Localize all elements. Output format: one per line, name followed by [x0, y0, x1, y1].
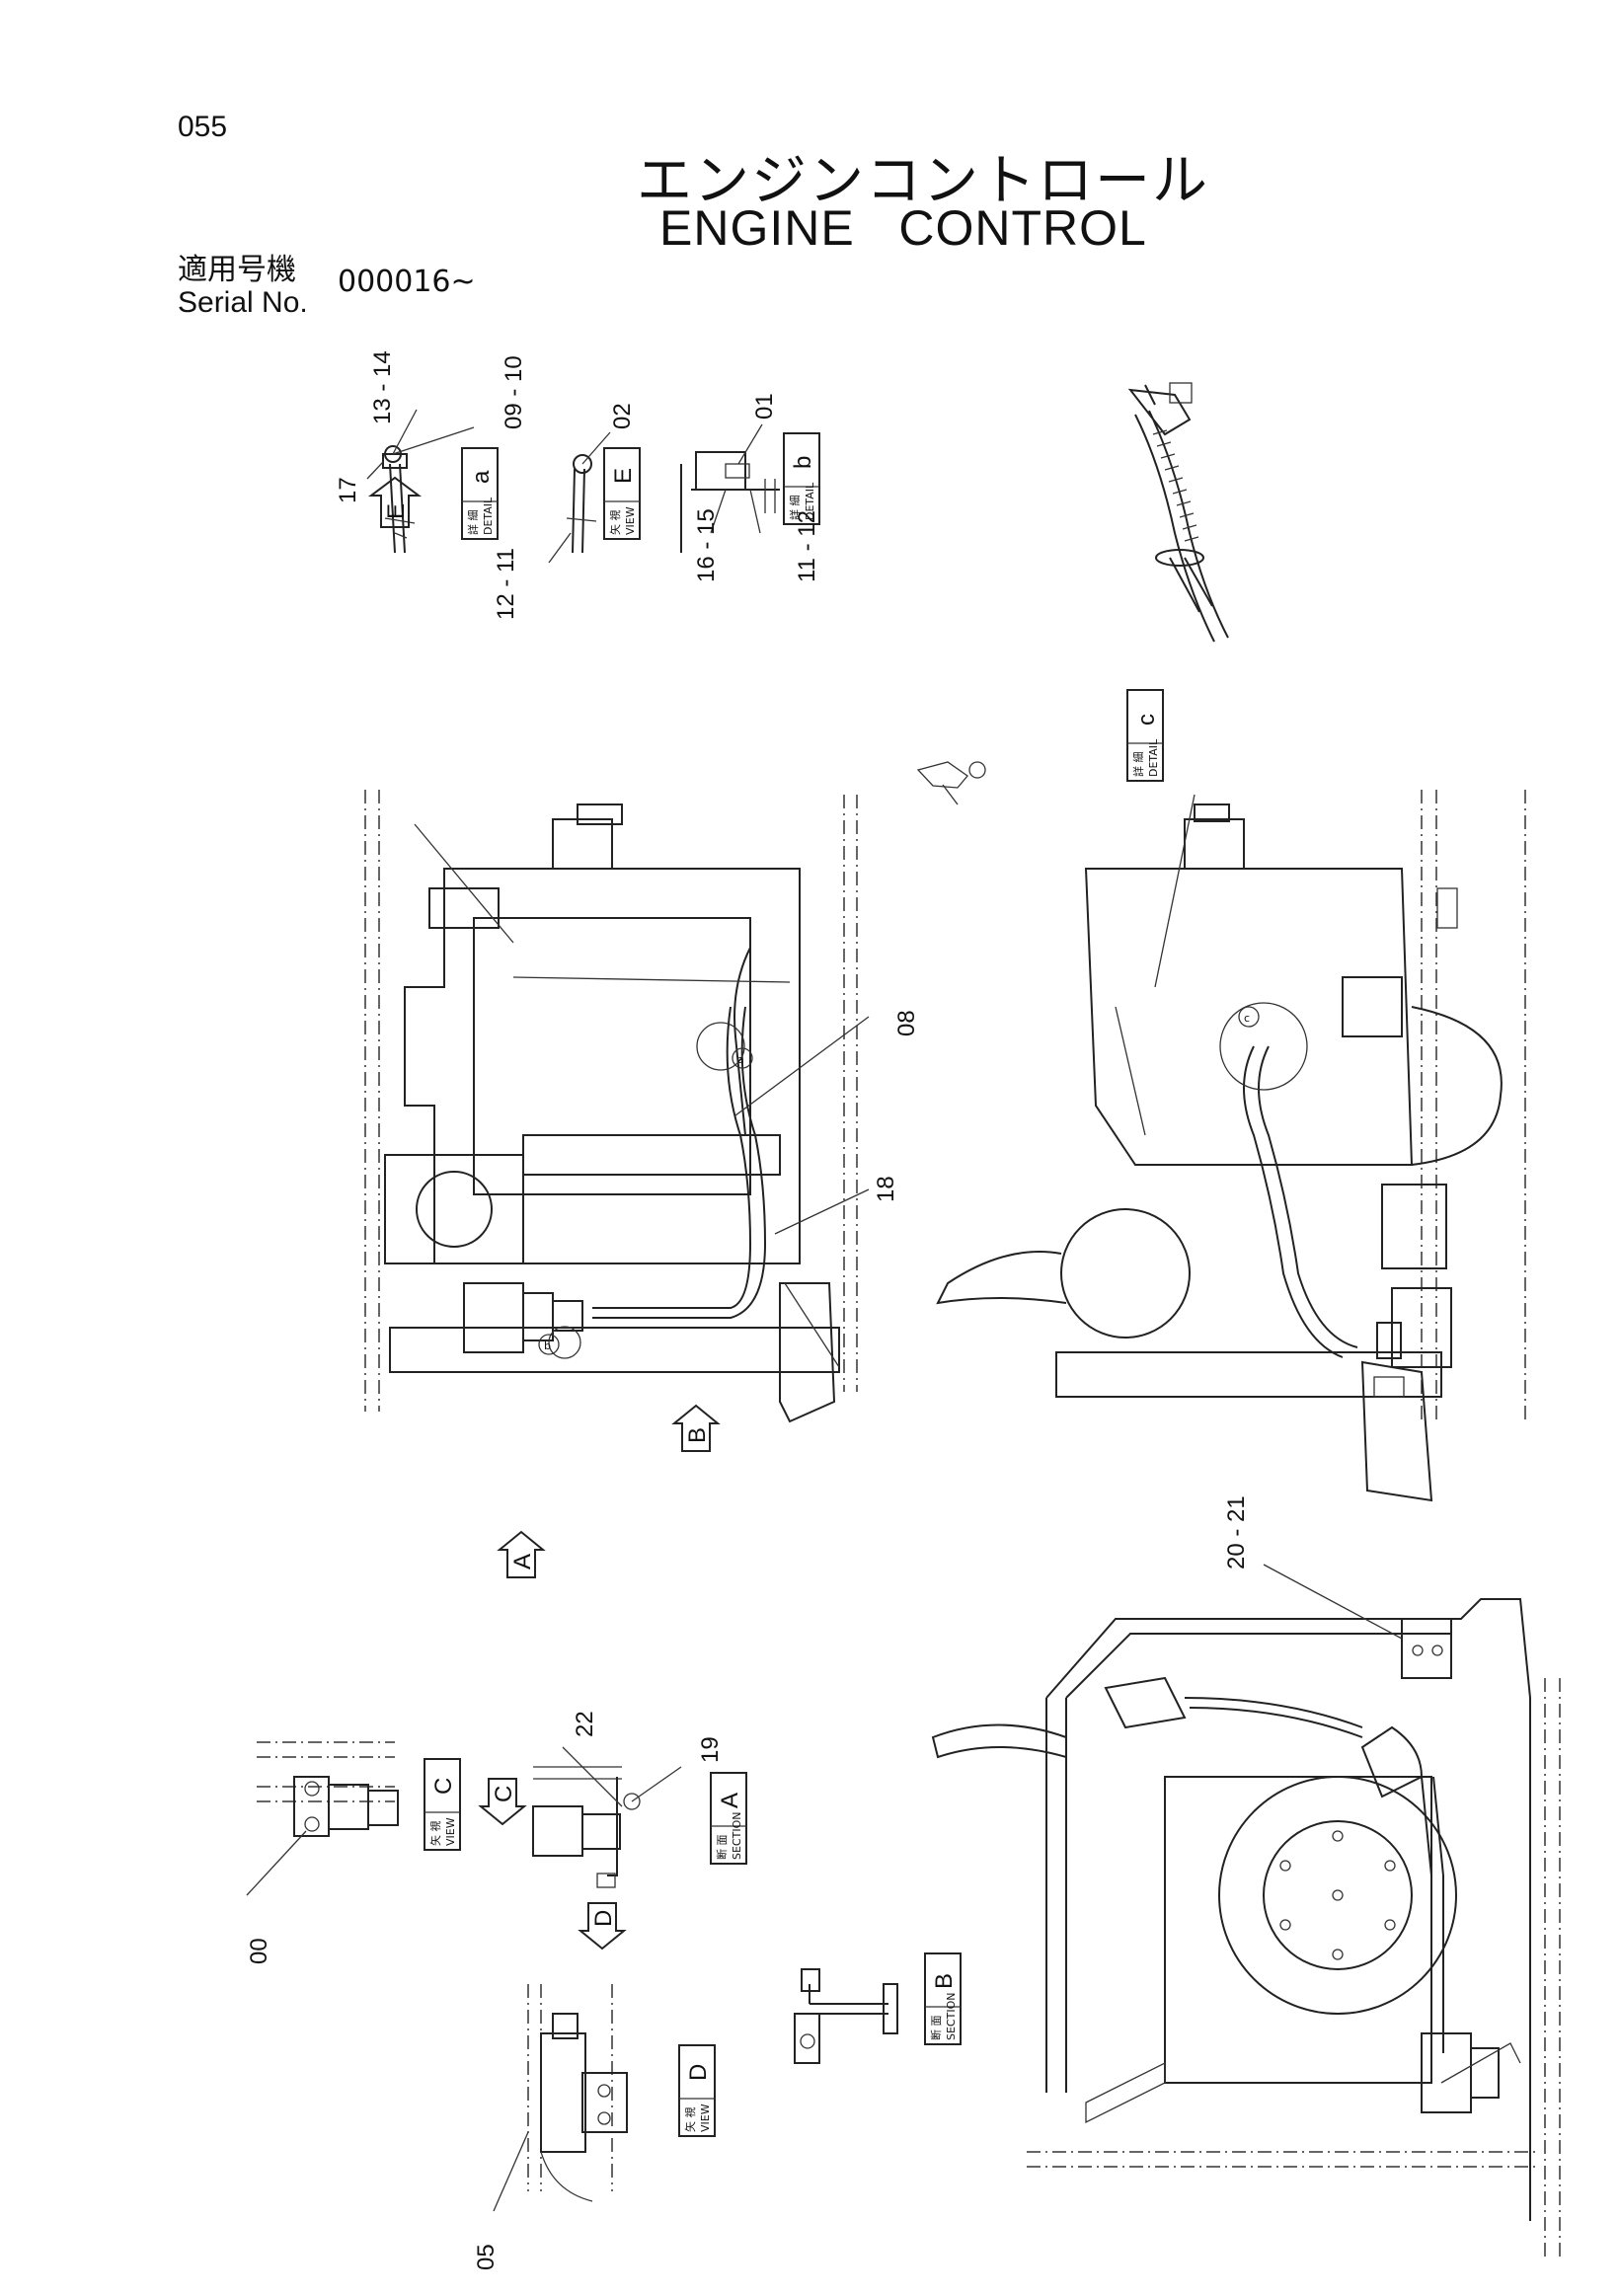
svg-text:c: c — [1133, 714, 1160, 726]
callout-05: 05 — [473, 2244, 500, 2270]
svg-text:DETAIL: DETAIL — [1147, 738, 1160, 777]
svg-text:詳 細: 詳 細 — [788, 496, 802, 521]
svg-text:b: b — [544, 1339, 551, 1352]
serial-label-japanese: 適用号機 — [178, 253, 296, 287]
svg-text:VIEW: VIEW — [699, 2104, 712, 2132]
callout-11-12: 11 - 12 — [794, 510, 820, 582]
svg-text:D: D — [590, 1910, 617, 1927]
title-japanese: エンジンコントロール — [637, 149, 1209, 213]
svg-text:a: a — [737, 1053, 744, 1066]
leader-20-21 — [1263, 1564, 1403, 1640]
svg-text:D: D — [685, 2064, 712, 2081]
svg-text:a: a — [468, 470, 495, 484]
svg-text:A: A — [717, 1793, 743, 1808]
svg-text:C: C — [491, 1786, 517, 1802]
marker-c: c — [1238, 1006, 1260, 1028]
detail-b-tag: 詳 細 DETAIL b — [783, 432, 820, 525]
engine-view-right — [936, 790, 1526, 1502]
callout-09-10: 09 - 10 — [501, 355, 527, 429]
svg-text:B: B — [684, 1427, 711, 1443]
arrow-d: D — [578, 1902, 627, 1951]
section-a-tag: 断 面 SECTION A — [710, 1772, 747, 1865]
detail-c-drawing — [1127, 382, 1229, 643]
title-english: ENGINE CONTROL — [659, 200, 1147, 256]
callout-01: 01 — [751, 393, 778, 420]
svg-text:DETAIL: DETAIL — [804, 482, 816, 520]
svg-text:b: b — [790, 456, 816, 469]
detail-a-tag: 詳 細 DETAIL a — [461, 447, 499, 540]
marker-a: a — [732, 1047, 753, 1069]
svg-text:断 面: 断 面 — [715, 1835, 729, 1861]
engine-view-bottom-right — [931, 1598, 1561, 2260]
view-e-drawing — [548, 431, 611, 564]
callout-08: 08 — [893, 1010, 920, 1036]
svg-text:断 面: 断 面 — [929, 2016, 943, 2041]
view-c-tag: 矢 視 VIEW C — [424, 1758, 461, 1851]
svg-text:DETAIL: DETAIL — [482, 497, 495, 535]
svg-text:矢 視: 矢 視 — [428, 1821, 442, 1847]
callout-19: 19 — [697, 1736, 724, 1763]
small-bracket-part — [916, 761, 986, 805]
callout-02: 02 — [609, 403, 636, 429]
callout-00-label: 00 — [246, 1938, 272, 1964]
serial-label-english: Serial No. — [178, 286, 308, 319]
svg-text:c: c — [1244, 1012, 1250, 1025]
view-d-drawing — [493, 1984, 628, 2212]
arrow-a: A — [497, 1530, 546, 1578]
view-d-tag: 矢 視 VIEW D — [678, 2044, 716, 2137]
view-e-tag: 矢 視 VIEW E — [603, 447, 641, 540]
page-number: 055 — [178, 111, 228, 143]
svg-text:E: E — [610, 468, 637, 484]
svg-text:VIEW: VIEW — [624, 506, 637, 535]
callout-20-21: 20 - 21 — [1223, 1495, 1250, 1569]
svg-text:VIEW: VIEW — [444, 1817, 457, 1846]
callout-18: 18 — [873, 1176, 899, 1202]
arrow-b: B — [671, 1404, 721, 1452]
marker-b: b — [538, 1334, 560, 1355]
section-b-drawing — [794, 1968, 898, 2064]
detail-c-tag: 詳 細 DETAIL c — [1126, 689, 1164, 782]
engine-view-left — [364, 790, 870, 1423]
detail-b-drawing — [680, 423, 780, 553]
svg-text:E: E — [383, 503, 410, 519]
svg-text:B: B — [931, 1973, 958, 1989]
svg-text:詳 細: 詳 細 — [1131, 752, 1145, 778]
arrow-e: E — [368, 476, 422, 528]
svg-text:A: A — [509, 1554, 536, 1569]
callout-12-11: 12 - 11 — [493, 548, 519, 620]
section-a-drawing — [532, 1746, 682, 1888]
view-c-drawing — [246, 1741, 399, 1896]
callout-17: 17 — [335, 477, 361, 503]
arrow-c: C — [478, 1778, 527, 1826]
callout-16-15: 16 - 15 — [693, 508, 720, 582]
callout-13-14: 13 - 14 — [369, 350, 396, 424]
serial-value: 000016~ — [338, 265, 476, 299]
svg-text:C: C — [430, 1778, 457, 1795]
svg-text:詳 細: 詳 細 — [466, 510, 480, 536]
svg-text:SECTION: SECTION — [945, 1993, 958, 2040]
svg-text:矢 視: 矢 視 — [683, 2107, 697, 2133]
detail-a-drawing — [366, 409, 475, 554]
section-b-tag: 断 面 SECTION B — [924, 1952, 962, 2045]
svg-text:矢 視: 矢 視 — [608, 510, 622, 536]
callout-22: 22 — [572, 1711, 598, 1737]
svg-text:SECTION: SECTION — [731, 1812, 743, 1860]
